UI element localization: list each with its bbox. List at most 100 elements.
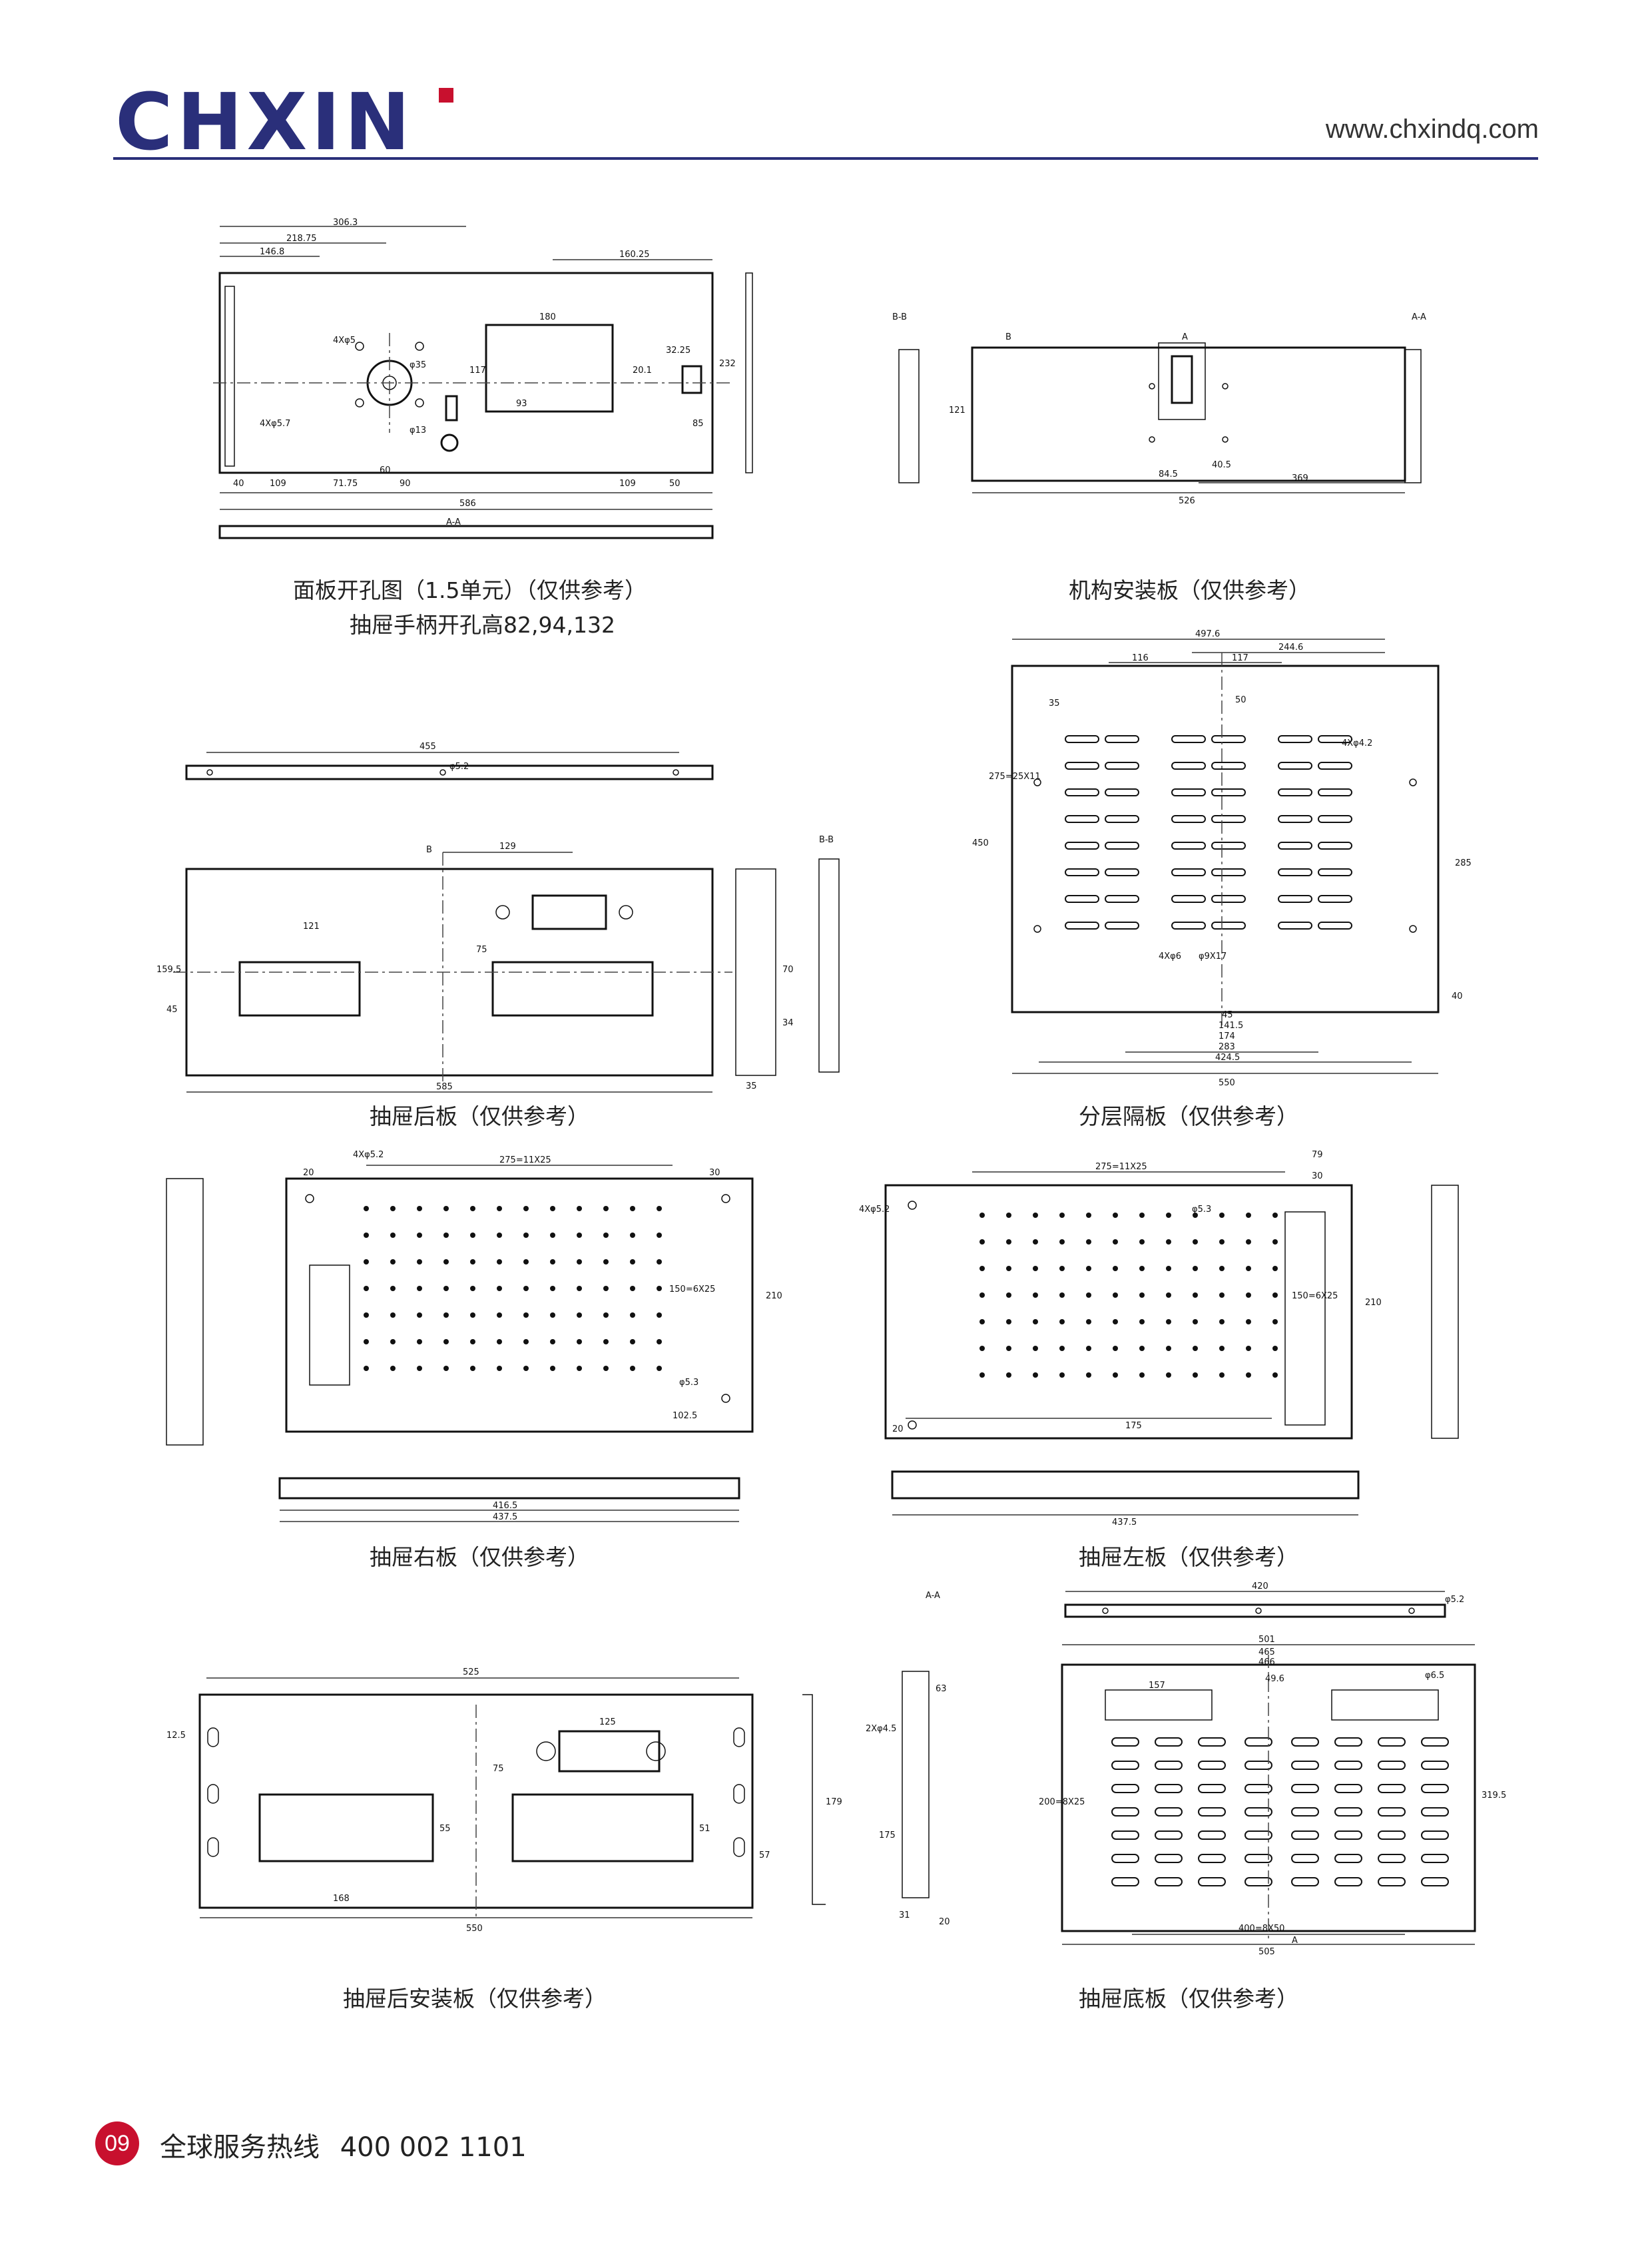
page-number-badge: 09 (95, 2121, 139, 2165)
dim-mech-526: 526 (1179, 496, 1195, 506)
dim-rear-51: 51 (699, 1824, 710, 1834)
drawer-left-plate-drawing: 275=11X25 150=6X25 210 175 437.5 79 30 2… (859, 1150, 1459, 1528)
dim-left-150: 150=6X25 (1292, 1291, 1338, 1301)
dim-back-phi5: φ5.2 (449, 762, 469, 772)
dim-left-210: 210 (1365, 1298, 1382, 1308)
hotline-label: 全球服务热线 (160, 2132, 320, 2163)
dim-left-79: 79 (1312, 1150, 1323, 1160)
dim-left-175: 175 (1125, 1421, 1142, 1431)
caption-drawer-right-plate: 抽屉右板（仅供参考） (370, 1544, 589, 1570)
section-mech-aa: A-A (1412, 312, 1426, 322)
dim-panel-phi5: 4Xφ5 (333, 336, 356, 346)
dim-part-4x6: 4Xφ6 (1159, 952, 1181, 962)
left-plate-hole-grid (979, 1213, 1278, 1378)
dim-back-129: 129 (499, 842, 516, 852)
dim-back-34: 34 (782, 1018, 794, 1028)
dim-part-283: 283 (1219, 1042, 1235, 1052)
dim-bottom-400: 400=8X50 (1239, 1924, 1284, 1934)
dim-panel-117: 117 (469, 366, 486, 376)
dim-part-40: 40 (1452, 991, 1463, 1001)
dim-rear-12: 12.5 (166, 1731, 186, 1741)
dim-right-4x52: 4Xφ5.2 (353, 1150, 384, 1160)
dim-back-121: 121 (303, 922, 320, 932)
dim-right-150: 150=6X25 (669, 1284, 715, 1294)
dim-rear-168: 168 (333, 1894, 350, 1904)
dim-panel-586: 586 (459, 499, 476, 509)
dim-back-75: 75 (476, 945, 487, 955)
dim-panel-20: 20.1 (633, 366, 652, 376)
dim-panel-71: 71.75 (333, 479, 358, 489)
dim-part-4x42: 4Xφ4.2 (1342, 738, 1372, 748)
dim-mech-121: 121 (949, 406, 965, 416)
dim-mech-40: 40.5 (1212, 460, 1231, 470)
dim-panel-phi35: φ35 (410, 360, 426, 370)
dim-panel-60: 60 (380, 465, 391, 475)
dim-left-20: 20 (892, 1424, 904, 1434)
right-plate-hole-grid (364, 1206, 662, 1371)
dim-rear-179: 179 (826, 1797, 842, 1807)
dim-bottom-501: 501 (1258, 1635, 1275, 1645)
caption-drawer-left-plate: 抽屉左板（仅供参考） (1079, 1544, 1298, 1570)
dim-bottom-phi65: φ6.5 (1425, 1671, 1444, 1681)
dim-rear-2x45: 2Xφ4.5 (866, 1724, 896, 1734)
dim-panel-85: 85 (692, 419, 704, 429)
dim-part-50: 50 (1235, 695, 1246, 705)
bottom-slot-grid (1111, 1737, 1449, 1886)
dim-panel-218: 218.75 (286, 234, 317, 244)
caption-drawer-rear-mount: 抽屉后安装板（仅供参考） (343, 1986, 607, 2012)
caption-panel-cutout: 面板开孔图（1.5单元）（仅供参考） (293, 577, 647, 603)
dim-part-35: 35 (1049, 699, 1060, 708)
hotline-number: 400 002 1101 (340, 2132, 527, 2163)
dim-bottom-420: 420 (1252, 1581, 1268, 1591)
dim-back-455: 455 (419, 742, 436, 752)
dim-part-285: 285 (1455, 858, 1472, 868)
dim-right-437: 437.5 (493, 1512, 517, 1522)
website-url: www.chxindq.com (1325, 115, 1539, 144)
dim-part-497: 497.6 (1195, 629, 1220, 639)
svg-text:CHXIN: CHXIN (115, 85, 414, 158)
dim-left-phi53: φ5.3 (1192, 1205, 1211, 1215)
header-rule (113, 157, 1538, 160)
dim-panel-160: 160.25 (619, 250, 650, 260)
partition-slot-grid (1065, 735, 1352, 930)
dim-part-174: 174 (1219, 1031, 1235, 1041)
dim-right-20: 20 (303, 1168, 314, 1178)
dim-rear-75: 75 (493, 1764, 504, 1774)
dim-panel-109b: 109 (619, 479, 636, 489)
dim-panel-40: 40 (233, 479, 244, 489)
service-hotline: 全球服务热线 400 002 1101 (160, 2125, 527, 2164)
dim-back-585: 585 (436, 1082, 453, 1092)
dim-bottom-465: 465 (1258, 1647, 1275, 1657)
drawer-rear-mount-drawing: 525 550 125 168 75 55 51 57 179 12.5 A-A… (166, 1591, 950, 1934)
dim-rear-125: 125 (599, 1717, 616, 1727)
label-back-b: B (426, 845, 432, 855)
dim-back-159: 159.5 (156, 965, 181, 975)
dim-panel-93: 93 (516, 399, 527, 409)
dim-right-275: 275=11X25 (499, 1155, 551, 1165)
dim-bottom-157: 157 (1149, 1681, 1165, 1691)
dim-part-450: 450 (972, 838, 989, 848)
drawer-back-plate-drawing: 455 φ5.2 129 121 585 159.5 75 45 B B-B 7… (156, 742, 840, 1093)
caption-drawer-bottom-plate: 抽屉底板（仅供参考） (1079, 1986, 1298, 2012)
dim-back-70: 70 (782, 965, 794, 975)
mechanism-plate-drawing: 526 369 121 B A B-B A-A 84.5 40.5 (892, 312, 1426, 506)
dim-back-35: 35 (746, 1081, 757, 1091)
dim-part-45: 45 (1222, 1010, 1233, 1020)
dim-rear-525: 525 (463, 1667, 479, 1677)
dim-left-30: 30 (1312, 1171, 1323, 1181)
dim-left-275: 275=11X25 (1095, 1162, 1147, 1172)
dim-panel-180: 180 (539, 312, 556, 322)
dim-panel-306: 306.3 (333, 218, 358, 228)
section-mech-bb: B-B (892, 312, 907, 322)
dim-right-30: 30 (709, 1168, 720, 1178)
dim-part-424: 424.5 (1215, 1053, 1240, 1063)
dim-panel-32: 32.25 (666, 346, 690, 356)
section-back-bb: B-B (819, 835, 834, 845)
dim-panel-90: 90 (400, 479, 411, 489)
dim-rear-55: 55 (439, 1824, 451, 1834)
dim-rear-20: 20 (939, 1917, 950, 1927)
dim-rear-550: 550 (466, 1924, 483, 1934)
section-rear-aa: A-A (926, 1591, 940, 1601)
dim-part-244: 244.6 (1278, 643, 1303, 653)
dim-right-210: 210 (766, 1291, 782, 1301)
